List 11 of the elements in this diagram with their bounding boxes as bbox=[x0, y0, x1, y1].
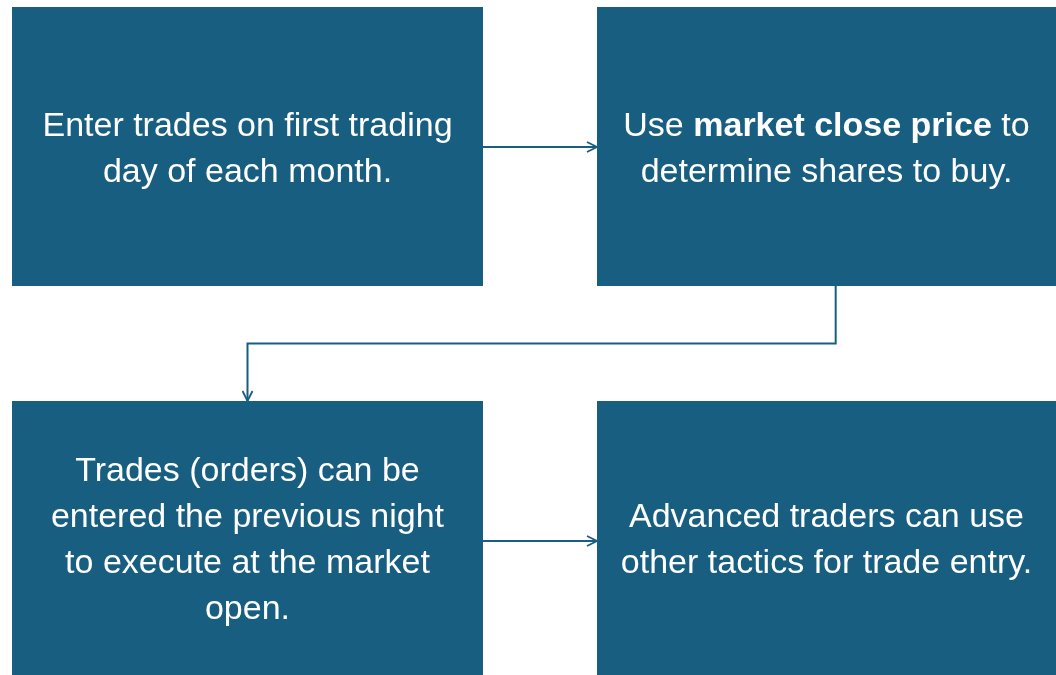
process-box bbox=[12, 401, 483, 675]
step-text: Enter trades on first trading day of each month. bbox=[41, 103, 454, 191]
process-box bbox=[12, 7, 483, 286]
arrow bbox=[241, 285, 837, 402]
process-box bbox=[597, 401, 1056, 675]
process-box bbox=[597, 7, 1056, 286]
step-text: Advanced traders can use other tactics for trade entry. bbox=[619, 495, 1034, 582]
arrow bbox=[482, 535, 598, 547]
arrow bbox=[482, 141, 598, 153]
step-text: Use market close price to determine shares to buy. bbox=[622, 103, 1031, 191]
step-text: Trades (orders) can be entered the previous night to execute at the market open. bbox=[49, 449, 446, 628]
